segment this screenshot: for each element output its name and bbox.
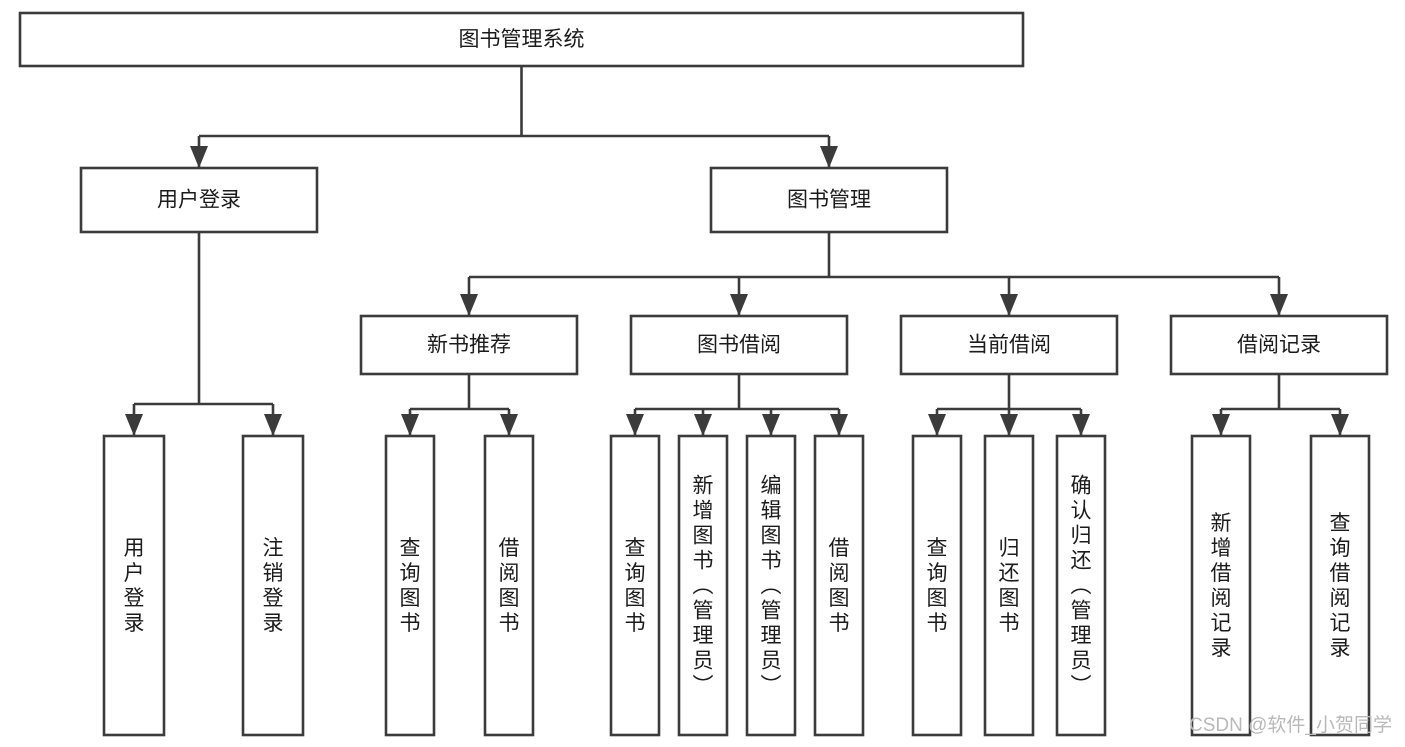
arrow-head-icon [460,294,478,316]
leaf-node-leaf-add-book-rect[interactable] [677,434,729,737]
level2-node-book-manage[interactable]: 图书管理 [709,166,949,234]
level3-node-borrow-record-label: 借阅记录 [1237,334,1321,357]
arrow-head-icon [820,146,838,168]
level2-node-user-login-rect[interactable] [79,166,319,234]
leaf-node-leaf-query-record[interactable]: 查询借阅记录 [1309,434,1371,737]
arrow-head-icon [125,414,143,436]
leaf-node-leaf-borrow-book-label: 借阅图书 [829,537,850,635]
level3-node-book-borrow[interactable]: 图书借阅 [629,314,849,376]
leaf-node-leaf-confirm-return-rect[interactable] [1055,434,1107,737]
arrow-head-icon [626,414,644,436]
leaf-node-leaf-user-logout-label: 注销登录 [263,537,284,635]
leaf-node-leaf-edit-book[interactable]: 编辑图书︵管理员︶ [745,434,797,737]
level3-node-current-borrow[interactable]: 当前借阅 [899,314,1119,376]
root-node-book-management-system-label: 图书管理系统 [459,28,585,51]
leaf-node-leaf-add-record-label: 新增借阅记录 [1211,512,1232,660]
arrow-head-icon [190,146,208,168]
leaf-node-leaf-borrow-book-rect[interactable] [813,434,865,737]
watermark: CSDN @软件_小贺同学 [1189,714,1392,736]
arrow-head-icon [1212,414,1230,436]
level3-node-book-borrow-rect[interactable] [629,314,849,376]
leaf-node-leaf-confirm-return[interactable]: 确认归还︵管理员︶ [1055,434,1107,737]
level3-node-borrow-record[interactable]: 借阅记录 [1169,314,1389,376]
level3-node-new-book-rec[interactable]: 新书推荐 [359,314,579,376]
leaf-node-leaf-borrow-book-rec[interactable]: 借阅图书 [483,434,535,737]
level3-node-book-borrow-label: 图书借阅 [697,334,781,357]
leaf-node-leaf-query-book-rec-label: 查询图书 [400,537,421,635]
arrow-head-icon [500,414,518,436]
arrow-head-icon [694,414,712,436]
arrow-head-icon [1331,414,1349,436]
leaf-node-leaf-add-book-label: 新增图书︵管理员︶ [693,475,714,698]
level3-node-current-borrow-rect[interactable] [899,314,1119,376]
node-boxes: 图书管理系统用户登录图书管理新书推荐图书借阅当前借阅借阅记录用户登录注销登录查询… [18,11,1389,737]
arrow-head-icon [1000,294,1018,316]
leaf-node-leaf-add-book[interactable]: 新增图书︵管理员︶ [677,434,729,737]
level3-node-new-book-rec-rect[interactable] [359,314,579,376]
level2-node-book-manage-rect[interactable] [709,166,949,234]
leaf-node-leaf-return-book-rect[interactable] [983,434,1035,737]
leaf-node-leaf-add-record[interactable]: 新增借阅记录 [1190,434,1252,737]
leaf-node-leaf-user-logout-rect[interactable] [241,434,305,737]
leaf-node-leaf-borrow-book-rec-label: 借阅图书 [499,537,520,635]
leaf-node-leaf-user-logout[interactable]: 注销登录 [241,434,305,737]
level3-node-borrow-record-rect[interactable] [1169,314,1389,376]
leaf-node-leaf-edit-book-label: 编辑图书︵管理员︶ [761,475,782,698]
leaf-node-leaf-query-book-borrow-label: 查询图书 [625,537,646,635]
level2-node-user-login[interactable]: 用户登录 [79,166,319,234]
arrow-head-icon [928,414,946,436]
leaf-node-leaf-query-record-label: 查询借阅记录 [1330,512,1351,660]
arrow-head-icon [730,294,748,316]
leaf-node-leaf-query-book-borrow[interactable]: 查询图书 [609,434,661,737]
root-node-book-management-system[interactable]: 图书管理系统 [18,11,1025,68]
leaf-node-leaf-query-record-rect[interactable] [1309,434,1371,737]
arrow-head-icon [762,414,780,436]
leaf-node-leaf-return-book[interactable]: 归还图书 [983,434,1035,737]
leaf-node-leaf-borrow-book-rec-rect[interactable] [483,434,535,737]
leaf-node-leaf-query-book-cur[interactable]: 查询图书 [911,434,963,737]
leaf-node-leaf-query-book-cur-rect[interactable] [911,434,963,737]
arrow-head-icon [1000,414,1018,436]
leaf-node-leaf-user-login-label: 用户登录 [124,537,145,635]
leaf-node-leaf-user-login[interactable]: 用户登录 [102,434,166,737]
arrow-head-icon [401,414,419,436]
level2-node-book-manage-label: 图书管理 [787,189,871,212]
root-node-book-management-system-rect[interactable] [18,11,1025,68]
leaf-node-leaf-query-book-rec-rect[interactable] [384,434,436,737]
leaf-node-leaf-query-book-borrow-rect[interactable] [609,434,661,737]
arrow-head-icon [264,414,282,436]
level3-node-current-borrow-label: 当前借阅 [967,334,1051,357]
leaf-node-leaf-return-book-label: 归还图书 [999,537,1020,635]
leaf-node-leaf-add-record-rect[interactable] [1190,434,1252,737]
arrow-head-icon [1072,414,1090,436]
leaf-node-leaf-confirm-return-label: 确认归还︵管理员︶ [1071,475,1092,698]
leaf-node-leaf-user-login-rect[interactable] [102,434,166,737]
arrow-head-icon [830,414,848,436]
level2-node-user-login-label: 用户登录 [157,189,241,212]
leaf-node-leaf-borrow-book[interactable]: 借阅图书 [813,434,865,737]
leaf-node-leaf-query-book-cur-label: 查询图书 [927,537,948,635]
leaf-node-leaf-query-book-rec[interactable]: 查询图书 [384,434,436,737]
watermark-label: CSDN @软件_小贺同学 [1189,714,1392,736]
leaf-node-leaf-edit-book-rect[interactable] [745,434,797,737]
arrow-head-icon [1270,294,1288,316]
level3-node-new-book-rec-label: 新书推荐 [427,334,511,357]
connector-lines [125,66,1349,436]
